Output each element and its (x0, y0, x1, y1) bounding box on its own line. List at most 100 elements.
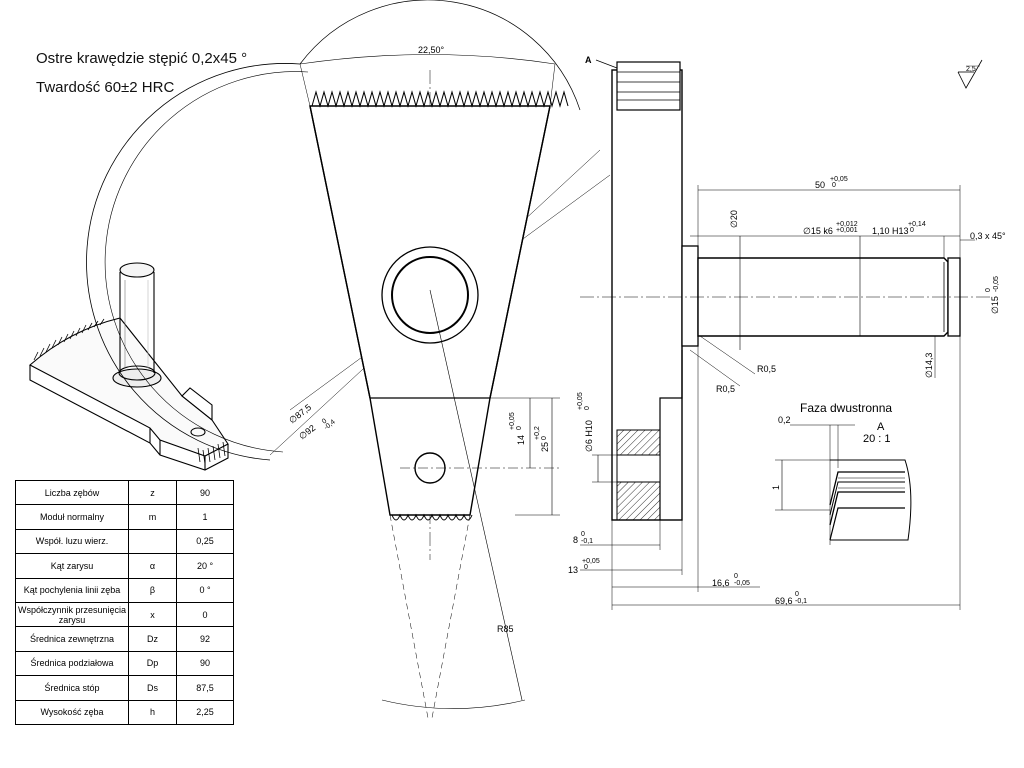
spec-symbol: α (128, 553, 177, 579)
dim-13-tol-up: +0,05 (582, 558, 600, 565)
dim-110-tol-low: 0 (910, 227, 914, 234)
dim-d15-label: ∅15 (990, 296, 1000, 314)
dim-d6-tol-low: 0 (584, 406, 591, 410)
dim-696-tol-up: 0 (795, 591, 799, 598)
tip-diameter-tol-up: 0 (321, 418, 328, 426)
detail-dim-1: 1 (771, 485, 781, 490)
spec-name: Kąt pochylenia linii zęba (15, 577, 129, 603)
dim-13-label: 13 (568, 565, 578, 575)
spec-value: 0 (176, 601, 234, 628)
hardness-note: Twardość 60±2 HRC (36, 79, 175, 96)
spec-name: Liczba zębów (15, 479, 129, 506)
section-mark-a: A (585, 55, 592, 65)
dim-696-tol-low: -0,1 (795, 598, 807, 605)
spec-value: 92 (176, 626, 234, 652)
spec-symbol: Dp (128, 650, 177, 677)
spec-name: Współ. luzu wierz. (15, 528, 129, 555)
spec-name: Średnica stóp (15, 675, 129, 701)
spec-symbol: h (128, 699, 177, 725)
dim-8-tol-low: -0,1 (581, 538, 593, 545)
spec-value: 90 (176, 650, 234, 677)
dim-110-label: 1,10 H13 (872, 226, 909, 236)
spec-value: 0,25 (176, 528, 234, 555)
isometric-view (29, 262, 229, 471)
dim-13-tol-low: 0 (584, 564, 588, 571)
detail-a-view (775, 424, 912, 545)
spec-name: Wysokość zęba (15, 699, 129, 725)
dim-50-tol-low: 0 (832, 182, 836, 189)
detail-title: Faza dwustronna (800, 401, 892, 415)
radius-label: R85 (497, 624, 514, 634)
dim-166-tol-up: 0 (734, 573, 738, 580)
dim-d15-tol-up: 0 (985, 288, 992, 292)
dim-d15k6-tol-up: +0,012 (836, 221, 858, 228)
spec-name: Średnica zewnętrzna (15, 626, 129, 652)
dim-50-label: 50 (815, 180, 825, 190)
dim-50-tol-up: +0,05 (830, 176, 848, 183)
spec-symbol: x (128, 601, 177, 628)
dim-8-tol-up: 0 (581, 531, 585, 538)
spec-symbol: m (128, 504, 177, 530)
dim-25-tol-low: 0 (541, 436, 548, 440)
dim-14-label: 14 (516, 435, 526, 445)
spec-symbol (128, 528, 177, 555)
front-view (86, 0, 611, 719)
dim-d15k6-tol-low: +0,001 (836, 227, 858, 234)
dim-r05b-label: R0,5 (716, 384, 735, 394)
dim-25-tol-up: +0,2 (534, 426, 541, 440)
dim-d15k6-label: ∅15 k6 (803, 226, 833, 236)
spec-symbol: z (128, 479, 177, 506)
gear-teeth-top (311, 90, 569, 108)
dim-d15-tol-low: -0,05 (993, 276, 1000, 292)
dim-r05a-label: R0,5 (757, 364, 776, 374)
spec-symbol: β (128, 577, 177, 603)
detail-dim-02: 0,2 (778, 415, 791, 425)
dim-chamfer-label: 0,3 x 45° (970, 231, 1006, 241)
surface-finish-value: 2,5 (966, 66, 976, 73)
spec-name: Kąt zarysu (15, 553, 129, 579)
table-row: Współ. luzu wierz. 0,25 (15, 528, 234, 555)
detail-mark: A (877, 421, 885, 433)
spec-name: Średnica podziałowa (15, 650, 129, 677)
dim-25-label: 25 (540, 442, 550, 452)
side-view (580, 59, 990, 610)
dim-d6-tol-up: +0,05 (577, 392, 584, 410)
dim-d20-label: ∅20 (729, 210, 739, 228)
dim-696-label: 69,6 (775, 596, 793, 606)
spec-name: Moduł normalny (15, 504, 129, 530)
tip-diameter-label: ∅92 (297, 423, 317, 442)
dim-8-label: 8 (573, 535, 578, 545)
spec-value: 1 (176, 504, 234, 530)
spec-value: 2,25 (176, 699, 234, 725)
dim-110-tol-up: +0,14 (908, 221, 926, 228)
spec-value: 20 ° (176, 553, 234, 579)
spec-value: 90 (176, 479, 234, 506)
spec-name: Współczynnik przesunięcia zarysu (15, 601, 129, 628)
spec-value: 0 ° (176, 577, 234, 603)
dim-d143-label: ∅14,3 (924, 353, 934, 378)
gear-teeth-bottom (391, 513, 473, 521)
detail-scale: 20 : 1 (863, 433, 891, 445)
root-diameter-label: ∅87,5 (287, 402, 313, 425)
spec-symbol: Dz (128, 626, 177, 652)
dim-d6-label: ∅6 H10 (584, 420, 594, 452)
dim-14-tol-up: +0,05 (509, 412, 516, 430)
spec-symbol: Ds (128, 675, 177, 701)
dim-14-tol-low: 0 (516, 426, 523, 430)
dim-166-tol-low: -0,05 (734, 580, 750, 587)
dim-166-label: 16,6 (712, 578, 730, 588)
chamfer-note: Ostre krawędzie stępić 0,2x45 ° (36, 50, 248, 67)
spec-value: 87,5 (176, 675, 234, 701)
surface-finish-icon (957, 59, 983, 89)
